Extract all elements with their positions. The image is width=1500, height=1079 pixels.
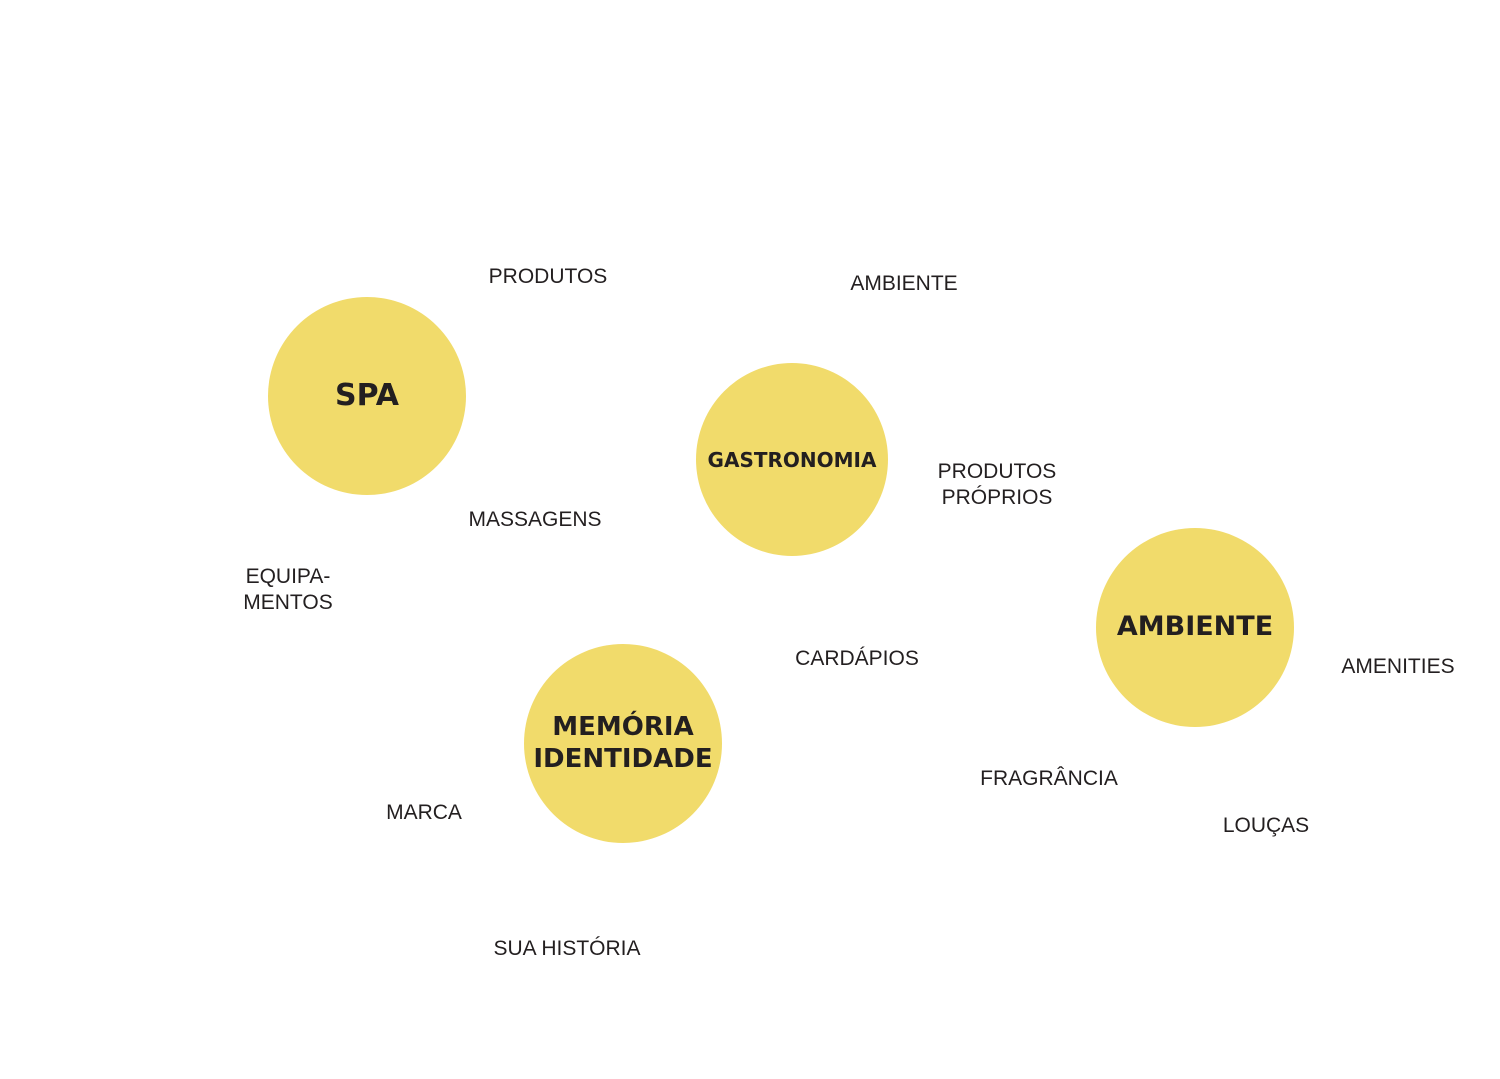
label-produtos-proprios-line2: PRÓPRIOS xyxy=(941,486,1053,509)
label-ambiente: AMBIENTE xyxy=(850,271,957,297)
label-sua-historia-text: SUA HISTÓRIA xyxy=(493,937,641,960)
circle-spa: SPA xyxy=(268,297,466,495)
label-fragrancia: FRAGRÂNCIA xyxy=(980,766,1118,792)
circle-memoria-identidade: MEMÓRIA IDENTIDADE xyxy=(524,644,722,843)
circle-spa-label: SPA xyxy=(334,378,400,413)
label-loucas: LOUÇAS xyxy=(1223,813,1309,839)
circle-ambiente-label: AMBIENTE xyxy=(1116,611,1274,643)
label-produtos-text: PRODUTOS xyxy=(488,265,608,288)
label-equipamentos-line1: EQUIPA- xyxy=(245,565,331,588)
label-equipamentos-line2: MENTOS xyxy=(243,591,333,614)
label-equipamentos: EQUIPA- MENTOS xyxy=(243,564,332,616)
label-cardapios-text: CARDÁPIOS xyxy=(795,647,919,670)
label-fragrancia-text: FRAGRÂNCIA xyxy=(980,767,1118,790)
label-marca-text: MARCA xyxy=(386,801,462,824)
circle-ambiente: AMBIENTE xyxy=(1096,528,1294,727)
label-massagens: MASSAGENS xyxy=(468,507,601,533)
label-produtos: PRODUTOS xyxy=(489,264,608,290)
circle-memoria-text: MEMÓRIA IDENTIDADE xyxy=(533,712,712,774)
label-cardapios: CARDÁPIOS xyxy=(795,646,919,672)
label-loucas-text: LOUÇAS xyxy=(1222,814,1310,837)
label-marca: MARCA xyxy=(386,800,462,826)
circle-gastronomia-text: GASTRONOMIA xyxy=(708,448,877,472)
label-massagens-text: MASSAGENS xyxy=(468,508,602,531)
circle-memoria-label-line2: IDENTIDADE xyxy=(533,743,713,774)
circle-gastronomia-label: GASTRONOMIA xyxy=(707,447,877,472)
label-amenities-text: AMENITIES xyxy=(1341,655,1455,678)
label-amenities: AMENITIES xyxy=(1341,654,1454,680)
label-produtos-proprios-line1: PRODUTOS xyxy=(937,460,1057,483)
circle-ambiente-text: AMBIENTE xyxy=(1117,611,1273,643)
circle-gastronomia: GASTRONOMIA xyxy=(696,363,888,556)
label-sua-historia: SUA HISTÓRIA xyxy=(493,936,640,962)
circle-memoria-label-line1: MEMÓRIA xyxy=(552,712,694,743)
label-produtos-proprios: PRODUTOS PRÓPRIOS xyxy=(938,459,1057,511)
circle-spa-text: SPA xyxy=(335,378,399,414)
label-ambiente-text: AMBIENTE xyxy=(850,272,958,295)
